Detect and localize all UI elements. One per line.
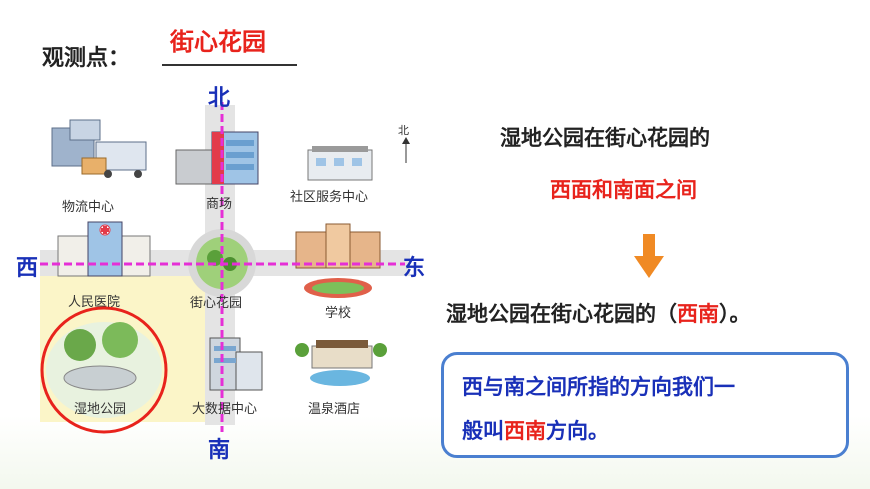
north-arrow-icon xyxy=(402,137,410,163)
garden-tree xyxy=(207,250,223,266)
statement-two-suffix: ）。 xyxy=(719,302,751,326)
place-label-garden: 街心花园 xyxy=(190,296,243,311)
place-label-datacenter: 大数据中心 xyxy=(192,402,258,417)
logistics-center-building xyxy=(51,119,147,178)
direction-south: 南 xyxy=(208,438,231,463)
down-arrow-icon xyxy=(634,234,664,278)
observation-point-value: 街心花园 xyxy=(170,28,266,56)
place-label-hospital: 人民医院 xyxy=(68,295,121,310)
direction-north: 北 xyxy=(208,86,231,111)
compass-north-label: 北 xyxy=(398,124,409,137)
place-label-school: 学校 xyxy=(325,306,352,321)
note-line-two-highlight: 西南 xyxy=(504,419,546,443)
statement-one-answer: 西面和南面之间 xyxy=(550,178,697,202)
datacenter-building xyxy=(209,337,263,391)
place-label-community: 社区服务中心 xyxy=(290,190,369,205)
direction-east: 东 xyxy=(403,256,426,281)
statement-two-answer: 西南 xyxy=(677,302,719,326)
hotel-building xyxy=(295,340,387,386)
place-label-logistics: 物流中心 xyxy=(62,200,115,215)
hospital-building xyxy=(57,221,151,277)
statement-two-prefix: 湿地公园在街心花园的（ xyxy=(446,302,677,326)
direction-west: 西 xyxy=(16,256,39,281)
place-label-mall: 商场 xyxy=(206,197,233,212)
note-line-two-prefix: 般叫 xyxy=(462,419,504,443)
note-line-one: 西与南之间所指的方向我们一 xyxy=(462,375,735,399)
mall-building xyxy=(175,131,259,185)
statement-one: 湿地公园在街心花园的 xyxy=(500,126,710,150)
note-line-two-suffix: 方向。 xyxy=(546,419,609,443)
place-label-wetland: 湿地公园 xyxy=(74,402,127,417)
definition-note-box: 西与南之间所指的方向我们一 般叫西南方向。 xyxy=(441,352,849,458)
garden-tree xyxy=(223,257,237,271)
school-building xyxy=(295,223,381,298)
wetland-park-image xyxy=(46,322,162,418)
wetland-highlight-circle xyxy=(40,306,168,434)
place-label-hotel: 温泉酒店 xyxy=(308,402,361,417)
answer-underline xyxy=(162,64,297,66)
statement-two: 湿地公园在街心花园的（西南）。 xyxy=(446,298,751,328)
observation-point-label: 观测点： xyxy=(42,46,131,71)
note-line-two: 般叫西南方向。 xyxy=(462,415,609,445)
community-center-building xyxy=(307,146,373,181)
